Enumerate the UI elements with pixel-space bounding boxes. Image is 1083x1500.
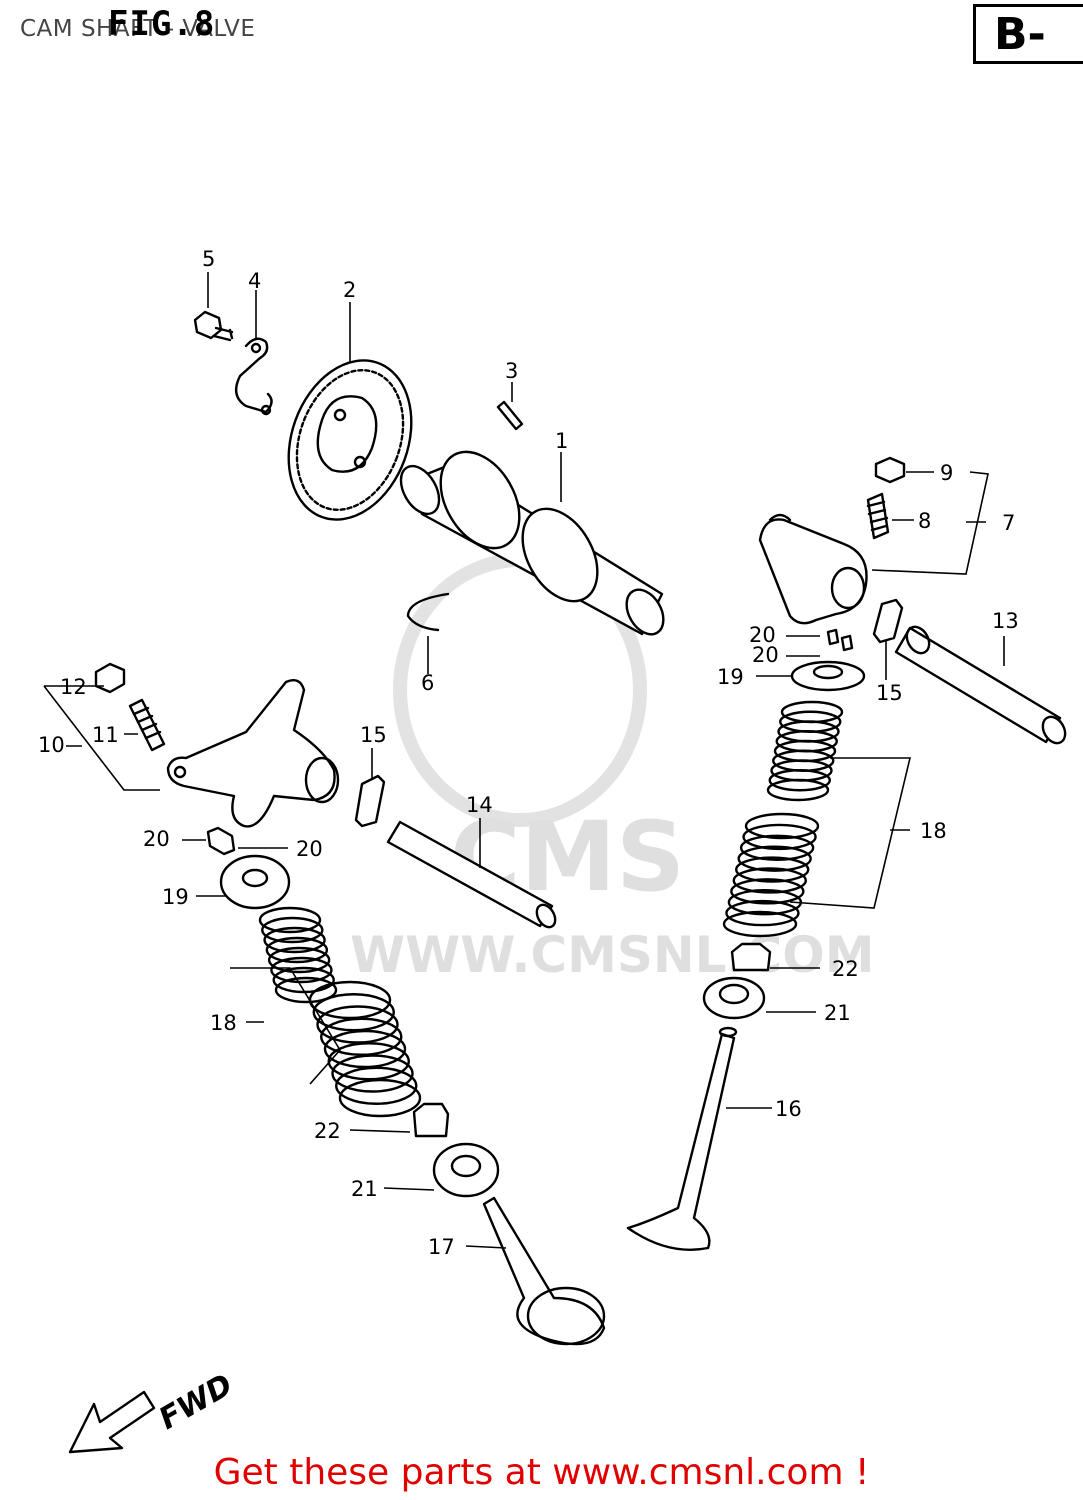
callout-12: 12: [60, 675, 87, 699]
spring-coil: [742, 823, 817, 851]
watermark-url-text: WWW.CMSNL.COM: [350, 926, 875, 984]
part-12-nut: [94, 662, 126, 694]
part-15-o-ring-left: [354, 774, 386, 828]
spring-coil: [739, 834, 815, 861]
callout-7: 7: [1002, 511, 1015, 535]
part-21-spring-seat-right: [702, 976, 766, 1020]
callout-13: 13: [992, 609, 1019, 633]
watermark: CMS WWW.CMSNL.COM: [350, 553, 875, 984]
spring-coil: [335, 1066, 418, 1105]
callout-20-left-a: 20: [143, 827, 170, 851]
callout-19-left: 19: [162, 885, 189, 909]
spring-coil: [737, 845, 812, 872]
spring-coil: [722, 910, 798, 938]
callout-15-right: 15: [876, 681, 903, 705]
spring-coil: [732, 867, 807, 894]
part-18-springs-right: [722, 700, 844, 938]
spring-coil: [331, 1054, 414, 1093]
callout-21-left: 21: [351, 1177, 378, 1201]
callout-21-right: 21: [824, 1001, 851, 1025]
callout-5: 5: [202, 247, 215, 271]
part-14-rocker-shaft: [386, 820, 557, 929]
part-11-adjust-screw: [128, 698, 166, 752]
callout-4: 4: [248, 269, 261, 293]
part-7-rocker-arm: [758, 513, 868, 625]
callout-lines: [43, 272, 1005, 1249]
part-1-camshaft: [399, 450, 665, 636]
spring-coil: [730, 878, 805, 905]
diagram-title: CAM SHAFT - VALVE: [20, 16, 256, 42]
part-19-retainer-right: [790, 660, 866, 692]
part-20-cotters-right: [826, 628, 854, 652]
spring-coil: [267, 946, 331, 974]
part-19-retainer-left: [219, 854, 291, 910]
part-9-nut: [874, 456, 906, 484]
spring-coil: [766, 778, 830, 802]
spring-coil: [323, 1029, 407, 1069]
callout-20-right-a: 20: [749, 623, 776, 647]
callout-22-left: 22: [314, 1119, 341, 1143]
callout-8: 8: [918, 509, 931, 533]
part-18-springs-left: [258, 906, 422, 1118]
part-13-rocker-shaft: [894, 625, 1067, 745]
callout-20-right-b: 20: [752, 643, 779, 667]
section-label: B-: [994, 9, 1046, 60]
part-8-adjust-screw: [866, 492, 890, 540]
part-2-cam-sprocket: [287, 359, 413, 521]
part-22-stem-seal-left: [412, 1102, 450, 1138]
part-20-cotters-left: [206, 826, 236, 856]
spring-coil: [735, 856, 810, 883]
spring-coil: [270, 956, 333, 984]
part-4-plate: [234, 337, 273, 416]
spring-coil: [338, 1078, 422, 1118]
part-17-valve: [482, 1196, 606, 1346]
callout-11: 11: [92, 723, 119, 747]
fwd-arrow-icon: [68, 1390, 156, 1454]
callout-3: 3: [505, 359, 518, 383]
callout-9: 9: [940, 461, 953, 485]
part-10-rocker-arm: [166, 679, 340, 828]
spring-coil: [263, 926, 326, 954]
callout-19-right: 19: [717, 665, 744, 689]
part-6-circlip: [406, 592, 450, 632]
callout-20-left-b: 20: [296, 837, 323, 861]
forward-direction-indicator: FWD: [68, 1367, 239, 1454]
part-21-spring-seat-left: [432, 1142, 500, 1198]
spring-coil: [258, 906, 322, 934]
callout-17: 17: [428, 1235, 455, 1259]
callout-10: 10: [38, 733, 65, 757]
spring-coil: [320, 1017, 403, 1056]
part-15-o-ring-right: [872, 598, 904, 644]
fwd-label: FWD: [153, 1367, 238, 1437]
callout-6: 6: [421, 671, 434, 695]
callout-numbers: 5 4 2 3 1 9 8 7 13 15 20 20 19 18 22 21 …: [38, 247, 1019, 1259]
footer-link-text[interactable]: Get these parts at www.cmsnl.com !: [213, 1452, 870, 1493]
callout-1: 1: [555, 429, 568, 453]
figure-number: FIG.8: [108, 4, 216, 44]
callout-16: 16: [775, 1097, 802, 1121]
part-16-valve: [626, 1026, 738, 1251]
spring-coil: [261, 916, 324, 944]
part-22-stem-seal-right: [730, 942, 772, 972]
spring-coil: [274, 976, 338, 1004]
callout-22-right: 22: [832, 957, 859, 981]
callout-2: 2: [343, 278, 356, 302]
spring-coil: [316, 1005, 399, 1044]
callout-15-left: 15: [360, 723, 387, 747]
spring-coil: [725, 899, 800, 927]
section-box: B-: [973, 4, 1083, 64]
part-3-pin: [496, 400, 524, 431]
spring-coil: [768, 769, 831, 792]
spring-coil: [312, 993, 395, 1032]
callout-18-left: 18: [210, 1011, 237, 1035]
spring-coil: [265, 936, 329, 964]
spring-coil: [327, 1042, 410, 1081]
part-5-bolt: [193, 310, 234, 342]
callout-14: 14: [466, 793, 493, 817]
spring-coil: [744, 812, 820, 840]
callout-18-right: 18: [920, 819, 947, 843]
